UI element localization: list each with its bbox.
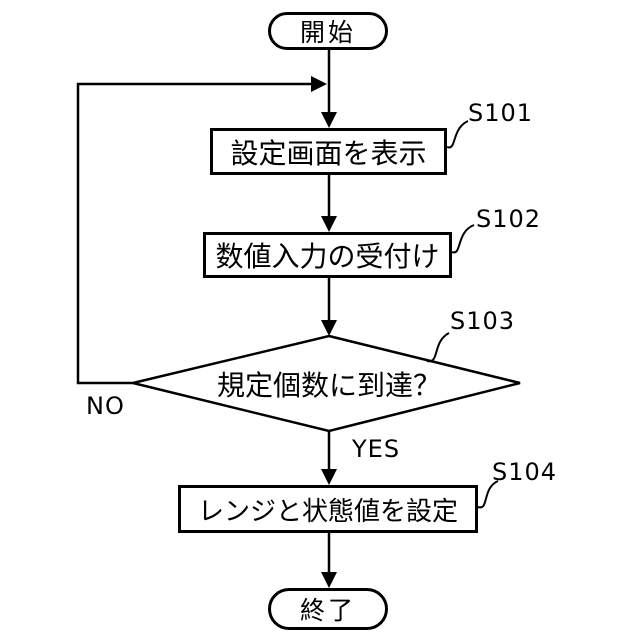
process-box-s101-label: 設定画面を表示 bbox=[230, 136, 427, 170]
leader-line-s102 bbox=[451, 224, 475, 254]
branch-label-yes: YES bbox=[352, 435, 401, 463]
connector-no-loop bbox=[76, 82, 311, 385]
leader-line-s101 bbox=[446, 120, 469, 149]
step-id-s104: S104 bbox=[492, 458, 558, 486]
step-id-s101: S101 bbox=[468, 99, 534, 127]
arrowhead-right-loop-join bbox=[311, 76, 327, 92]
process-box-s102: 数値入力の受付け bbox=[203, 232, 452, 278]
start-node-label: 開始 bbox=[299, 18, 356, 47]
step-id-s103: S103 bbox=[450, 307, 516, 335]
branch-label-no: NO bbox=[86, 392, 125, 420]
end-node: 終了 bbox=[268, 588, 388, 630]
end-node-label: 終了 bbox=[299, 596, 356, 625]
decision-diamond-s103: 規定個数に到達？ bbox=[179, 368, 479, 402]
process-box-s104-label: レンジと状態値を設定 bbox=[197, 496, 458, 527]
start-node: 開始 bbox=[268, 12, 388, 50]
leader-line-s103 bbox=[426, 332, 450, 363]
arrowhead-down-s104 bbox=[321, 469, 337, 485]
arrowhead-down-s101 bbox=[321, 112, 337, 128]
process-box-s101: 設定画面を表示 bbox=[210, 128, 447, 175]
arrowhead-down-s103 bbox=[321, 320, 337, 336]
process-box-s104: レンジと状態値を設定 bbox=[178, 485, 478, 533]
arrowhead-down-end bbox=[321, 572, 337, 588]
arrowhead-down-s102 bbox=[321, 216, 337, 232]
decision-diamond-s103-label: 規定個数に到達？ bbox=[216, 369, 441, 402]
step-id-s102: S102 bbox=[476, 205, 542, 233]
process-box-s102-label: 数値入力の受付け bbox=[215, 240, 440, 273]
leader-line-s104 bbox=[477, 480, 499, 509]
